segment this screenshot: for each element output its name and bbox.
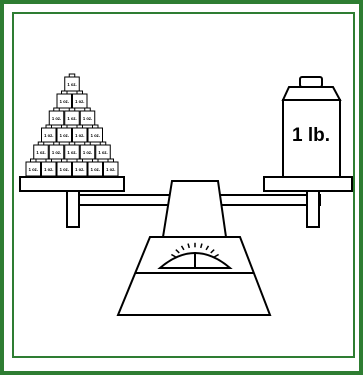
small-weight: 1 oz. bbox=[64, 73, 80, 92]
small-weight: 1 oz. bbox=[33, 141, 49, 160]
small-weight-label: 1 oz. bbox=[98, 150, 107, 155]
small-weight: 1 oz. bbox=[41, 158, 57, 177]
small-weight: 1 oz. bbox=[79, 141, 96, 160]
dial-tick bbox=[170, 253, 176, 258]
small-weight-label: 1 oz. bbox=[67, 82, 76, 87]
small-weight-label: 1 oz. bbox=[36, 150, 45, 155]
weight-icon bbox=[281, 76, 342, 178]
dial-tick bbox=[214, 253, 220, 258]
small-weight-label: 1 oz. bbox=[29, 167, 38, 172]
small-weight: 1 oz. bbox=[64, 107, 80, 126]
small-weight: 1 oz. bbox=[72, 90, 88, 109]
small-weight: 1 oz. bbox=[56, 124, 72, 143]
small-weight-label: 1 oz. bbox=[83, 150, 92, 155]
dial-tick bbox=[180, 245, 185, 251]
small-weight: 1 oz. bbox=[87, 158, 103, 177]
small-weight-label: 1 oz. bbox=[75, 167, 84, 172]
small-weight: 1 oz. bbox=[95, 141, 111, 160]
left-pan bbox=[19, 176, 125, 192]
small-weight-label: 1 oz. bbox=[52, 150, 61, 155]
big-weight-label: 1 lb. bbox=[292, 125, 330, 146]
small-weight: 1 oz. bbox=[48, 141, 65, 160]
small-weight-label: 1 oz. bbox=[91, 167, 100, 172]
weight-body bbox=[282, 99, 341, 178]
small-weight-label: 1 oz. bbox=[67, 116, 76, 121]
small-weight-label: 1 oz. bbox=[52, 116, 61, 121]
scale-base bbox=[116, 236, 272, 316]
small-weight-label: 1 oz. bbox=[44, 167, 53, 172]
small-weight: 1 oz. bbox=[56, 158, 72, 177]
dial-tick bbox=[210, 249, 215, 254]
dial-tick bbox=[205, 245, 210, 251]
small-weight: 1 oz. bbox=[64, 141, 80, 160]
small-weight-label: 1 oz. bbox=[75, 133, 84, 138]
small-weight: 1 oz. bbox=[56, 90, 72, 109]
scale-dial-icon bbox=[157, 242, 233, 269]
small-weight: 1 oz. bbox=[48, 107, 65, 126]
dial-tick bbox=[187, 243, 191, 249]
small-weight: 1 oz. bbox=[87, 124, 103, 143]
small-weight: 1 oz. bbox=[72, 158, 88, 177]
weight-neck bbox=[281, 86, 342, 101]
left-post bbox=[66, 189, 80, 228]
small-weight-label: 1 oz. bbox=[106, 167, 115, 172]
right-post bbox=[306, 189, 320, 228]
small-weight-label: 1 oz. bbox=[91, 133, 100, 138]
balance-scale-icon bbox=[19, 176, 353, 316]
small-weight-label: 1 oz. bbox=[44, 133, 53, 138]
weight-handle bbox=[299, 76, 323, 88]
small-weight-label: 1 oz. bbox=[60, 99, 69, 104]
dial-tick bbox=[199, 243, 203, 249]
small-weight: 1 oz. bbox=[103, 158, 119, 177]
small-weight-label: 1 oz. bbox=[83, 116, 92, 121]
small-weight-label: 1 oz. bbox=[75, 99, 84, 104]
right-pan bbox=[263, 176, 353, 192]
small-weight-label: 1 oz. bbox=[67, 150, 76, 155]
small-weight: 1 oz. bbox=[41, 124, 57, 143]
small-weight: 1 oz. bbox=[25, 158, 41, 177]
weight-stack-icon: 1 oz. 1 oz. 1 oz. 1 oz. 1 oz. 1 oz. 1 oz. 1 oz.… bbox=[25, 73, 119, 177]
small-weight: 1 oz. bbox=[79, 107, 96, 126]
central-pillar bbox=[161, 180, 228, 238]
small-weight-label: 1 oz. bbox=[60, 167, 69, 172]
dial-tick bbox=[175, 249, 180, 254]
small-weight: 1 oz. bbox=[72, 124, 88, 143]
small-weight-label: 1 oz. bbox=[60, 133, 69, 138]
